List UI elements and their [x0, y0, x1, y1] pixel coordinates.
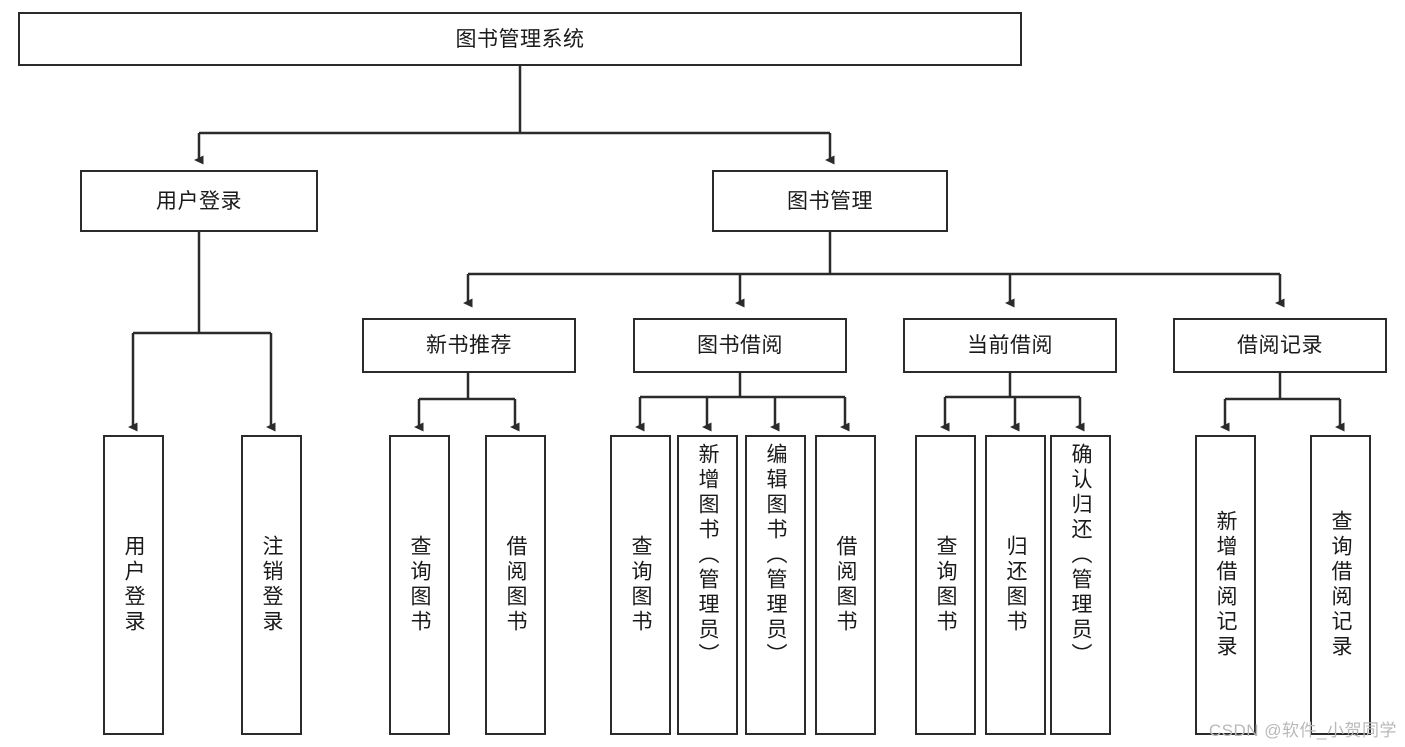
node-book-management[interactable]: 图书管理 [712, 170, 948, 232]
node-label: 图书借阅 [697, 334, 783, 357]
watermark-text: CSDN @软件_小贺同学 [1208, 721, 1397, 740]
node-label: 当前借阅 [967, 334, 1053, 357]
node-label: 编辑图书（管理员） [764, 443, 787, 668]
leaf-borrow-book[interactable]: 借阅图书 [815, 435, 876, 735]
leaf-return-book[interactable]: 归还图书 [985, 435, 1046, 735]
node-label: 借阅图书 [504, 535, 527, 635]
leaf-confirm-return-admin[interactable]: 确认归还（管理员） [1050, 435, 1111, 735]
node-user-login[interactable]: 用户登录 [80, 170, 318, 232]
node-label: 新增图书（管理员） [696, 443, 719, 668]
leaf-add-borrow-record[interactable]: 新增借阅记录 [1195, 435, 1256, 735]
leaf-query-book-borrow[interactable]: 查询图书 [610, 435, 671, 735]
node-label: 借阅图书 [834, 535, 857, 635]
node-label: 用户登录 [156, 189, 242, 213]
node-borrow-records[interactable]: 借阅记录 [1173, 318, 1387, 373]
node-label: 借阅记录 [1237, 334, 1323, 357]
node-label: 图书管理 [787, 189, 873, 213]
node-label: 注销登录 [260, 535, 283, 635]
node-new-book-recommendation[interactable]: 新书推荐 [362, 318, 576, 373]
leaf-add-book-admin[interactable]: 新增图书（管理员） [677, 435, 738, 735]
node-label: 查询图书 [408, 535, 431, 635]
node-label: 图书管理系统 [455, 27, 585, 51]
node-label: 新增借阅记录 [1214, 510, 1237, 660]
node-label: 查询借阅记录 [1329, 510, 1352, 660]
node-current-borrow[interactable]: 当前借阅 [903, 318, 1117, 373]
leaf-query-book-current[interactable]: 查询图书 [915, 435, 976, 735]
node-label: 确认归还（管理员） [1069, 443, 1092, 668]
node-label: 查询图书 [934, 535, 957, 635]
leaf-borrow-book-recommend[interactable]: 借阅图书 [485, 435, 546, 735]
node-label: 新书推荐 [426, 334, 512, 357]
leaf-edit-book-admin[interactable]: 编辑图书（管理员） [745, 435, 806, 735]
leaf-query-borrow-record[interactable]: 查询借阅记录 [1310, 435, 1371, 735]
node-label: 归还图书 [1004, 535, 1027, 635]
node-book-borrow[interactable]: 图书借阅 [633, 318, 847, 373]
node-root-book-management-system[interactable]: 图书管理系统 [18, 12, 1022, 66]
leaf-user-login[interactable]: 用户登录 [103, 435, 164, 735]
leaf-query-book-recommend[interactable]: 查询图书 [389, 435, 450, 735]
node-label: 查询图书 [629, 535, 652, 635]
leaf-logout[interactable]: 注销登录 [241, 435, 302, 735]
node-label: 用户登录 [122, 535, 145, 635]
